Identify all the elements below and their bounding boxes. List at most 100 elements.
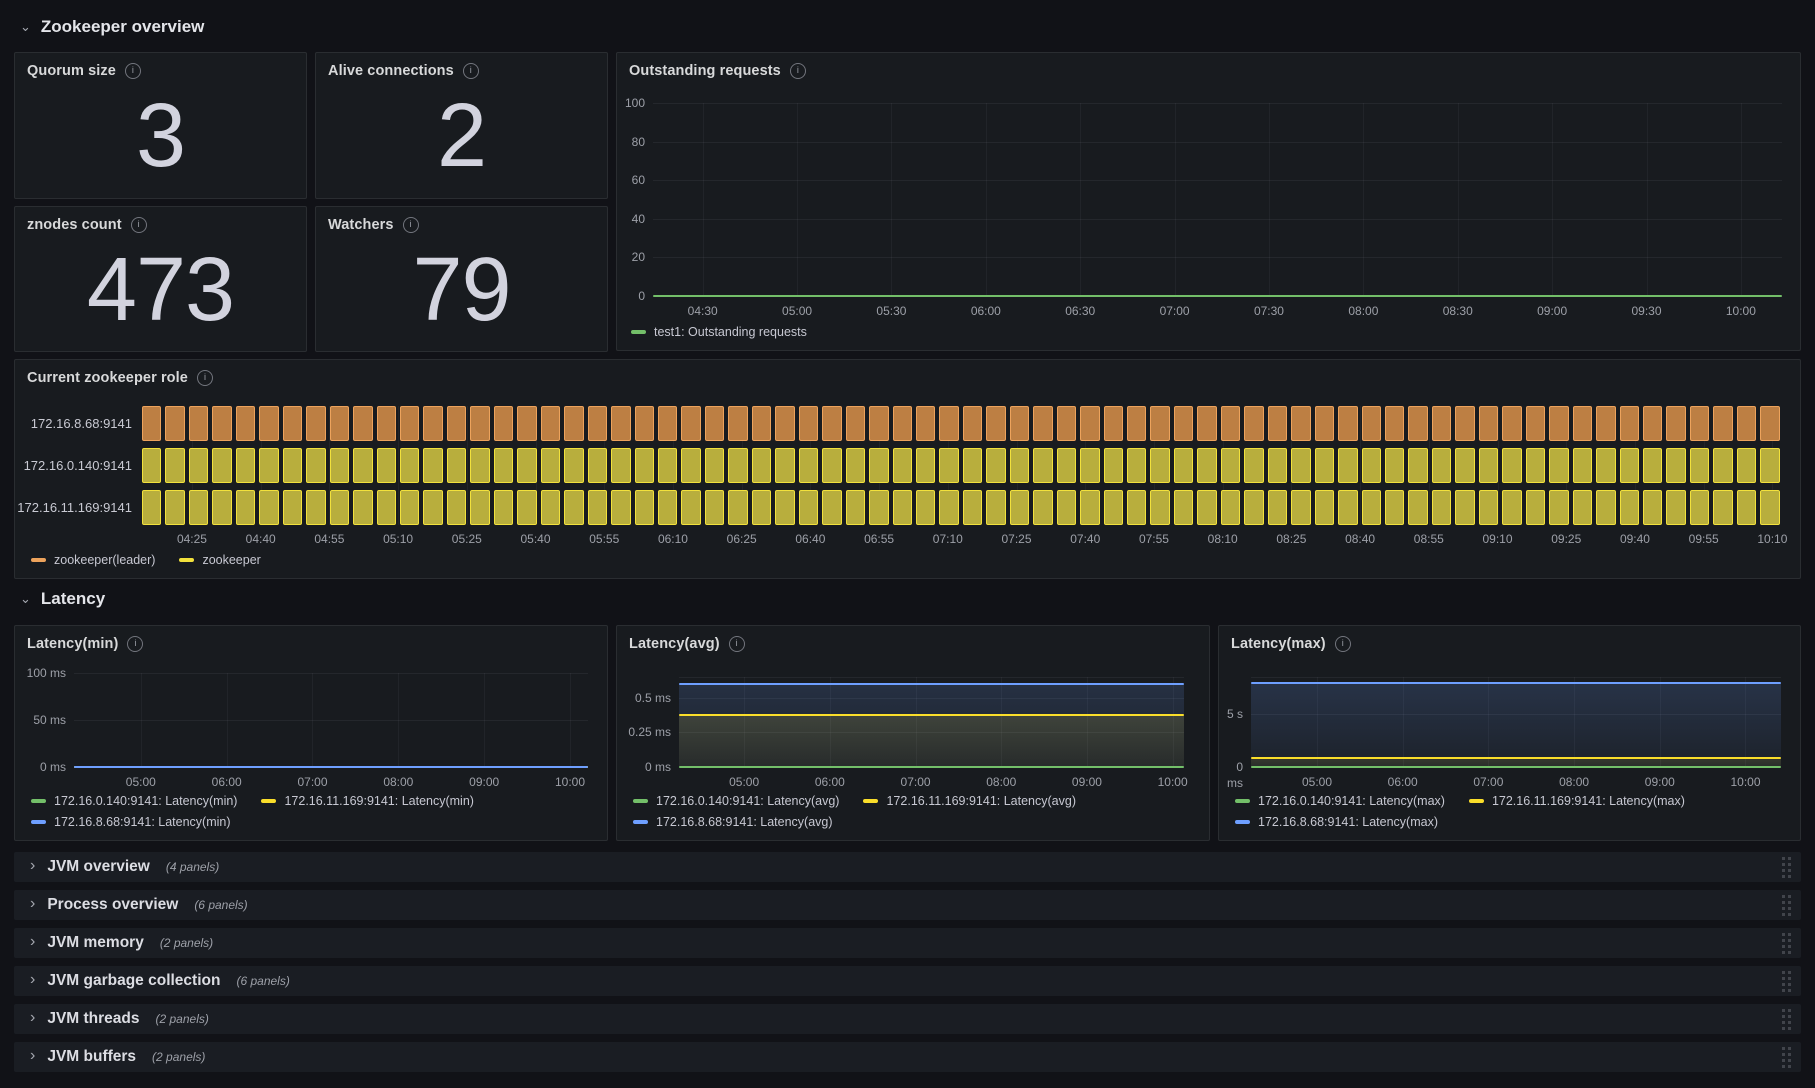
x-axis-tick-label: 09:40	[1619, 532, 1650, 546]
gridline-horizontal	[74, 720, 588, 721]
series-line	[679, 713, 1184, 716]
timeline-state-block	[423, 490, 443, 525]
timeline-state-block	[517, 448, 537, 483]
gridline-vertical	[1745, 677, 1747, 767]
legend-item[interactable]: 172.16.8.68:9141: Latency(avg)	[633, 815, 833, 829]
legend-item[interactable]: 172.16.8.68:9141: Latency(max)	[1235, 815, 1438, 829]
info-icon[interactable]: i	[1334, 636, 1351, 652]
x-axis-tick-label: 07:40	[1070, 532, 1101, 546]
legend-item[interactable]: 172.16.0.140:9141: Latency(max)	[1235, 794, 1445, 808]
timeline-state-block	[188, 490, 209, 525]
section-header-zookeeper-overview[interactable]: ⌄ Zookeeper overview	[20, 17, 204, 37]
legend-item[interactable]: 172.16.0.140:9141: Latency(min)	[31, 794, 237, 808]
timeline-state-block	[282, 490, 303, 525]
timeline-state-block	[1431, 406, 1452, 441]
drag-handle-icon[interactable]	[1782, 970, 1791, 992]
timeline-state-block	[657, 406, 678, 441]
timeline-state-block	[1431, 448, 1452, 483]
chevron-right-icon: ›	[30, 971, 36, 988]
series-line	[1251, 757, 1781, 760]
legend-item[interactable]: test1: Outstanding requests	[631, 325, 807, 339]
timeline-state-block	[1525, 448, 1546, 483]
timeline-state-block	[306, 448, 326, 483]
timeline-state-block	[165, 448, 185, 483]
legend-item[interactable]: zookeeper(leader)	[31, 553, 155, 567]
legend-item[interactable]: 172.16.0.140:9141: Latency(avg)	[633, 794, 839, 808]
info-icon[interactable]: i	[124, 63, 141, 79]
section-row-jvm-overview[interactable]: › JVM overview (4 panels)	[14, 852, 1801, 882]
row-panel-count: (2 panels)	[159, 936, 214, 950]
x-axis-tick-label: 08:30	[1442, 304, 1473, 318]
gridline-horizontal	[653, 257, 1782, 259]
section-row-jvm-memory[interactable]: › JVM memory (2 panels)	[14, 928, 1801, 958]
x-axis-tick-label: 08:00	[1559, 775, 1590, 789]
legend-item[interactable]: zookeeper	[179, 553, 261, 567]
timeline-state-block	[1385, 490, 1405, 525]
gridline-vertical	[1174, 103, 1176, 296]
x-axis-tick-label: 05:30	[876, 304, 907, 318]
legend-item[interactable]: 172.16.11.169:9141: Latency(min)	[261, 794, 474, 808]
info-icon[interactable]: i	[402, 217, 419, 233]
timeline-state-block	[1291, 490, 1311, 525]
timeline-state-block	[399, 406, 420, 441]
timeline-state-block	[915, 448, 936, 483]
drag-handle-icon[interactable]	[1782, 894, 1791, 916]
drag-handle-icon[interactable]	[1782, 1008, 1791, 1030]
legend-row: zookeeper(leader) zookeeper	[31, 553, 261, 567]
section-row-jvm-buffers[interactable]: › JVM buffers (2 panels)	[14, 1042, 1801, 1072]
section-row-process-overview[interactable]: › Process overview (6 panels)	[14, 890, 1801, 920]
drag-handle-icon[interactable]	[1782, 1046, 1791, 1068]
info-icon[interactable]: i	[127, 636, 144, 652]
timeline-state-block	[845, 448, 866, 483]
chart-legend: zookeeper(leader) zookeeper	[31, 553, 261, 567]
timeline-state-block	[986, 406, 1006, 441]
drag-handle-icon[interactable]	[1782, 932, 1791, 954]
timeline-state-block	[1103, 406, 1124, 441]
section-row-jvm-threads[interactable]: › JVM threads (2 panels)	[14, 1004, 1801, 1034]
section-header-latency[interactable]: ⌄ Latency	[20, 589, 105, 609]
chart-legend: 172.16.0.140:9141: Latency(min) 172.16.11…	[31, 794, 474, 829]
legend-label: test1: Outstanding requests	[654, 325, 807, 339]
timeline-row	[142, 406, 1780, 441]
info-icon[interactable]: i	[462, 63, 479, 79]
timeline-state-block	[1127, 448, 1147, 483]
timeline-state-block	[1291, 448, 1311, 483]
gridline-horizontal	[653, 103, 1782, 104]
plot-area	[679, 677, 1184, 768]
timeline-state-block	[329, 406, 350, 441]
gridline-vertical	[226, 673, 228, 767]
timeline-state-block	[986, 448, 1006, 483]
drag-handle-icon[interactable]	[1782, 856, 1791, 878]
legend-item[interactable]: 172.16.11.169:9141: Latency(avg)	[863, 794, 1076, 808]
info-icon[interactable]: i	[728, 636, 745, 652]
legend-label: 172.16.0.140:9141: Latency(max)	[1258, 794, 1445, 808]
timeline-state-block	[1760, 490, 1780, 525]
chart-legend: 172.16.0.140:9141: Latency(avg) 172.16.11…	[633, 794, 1076, 829]
info-icon[interactable]: i	[789, 63, 806, 79]
timeline-state-block	[1502, 406, 1522, 441]
legend-label: 172.16.0.140:9141: Latency(min)	[54, 794, 238, 808]
gridline-vertical	[1428, 406, 1430, 525]
x-axis-tick-label: 05:40	[520, 532, 551, 546]
gridline-vertical	[1001, 677, 1003, 767]
info-icon[interactable]: i	[196, 370, 213, 386]
info-icon[interactable]: i	[130, 217, 147, 233]
timeline-state-block	[1666, 490, 1686, 525]
timeline-state-block	[892, 490, 912, 525]
timeline-state-block	[1080, 448, 1100, 483]
section-row-jvm-garbage-collection[interactable]: › JVM garbage collection (6 panels)	[14, 966, 1801, 996]
legend-item[interactable]: 172.16.11.169:9141: Latency(max)	[1468, 794, 1685, 808]
timeline-state-block	[681, 490, 701, 525]
chevron-right-icon: ›	[30, 895, 36, 912]
timeline-state-block	[1197, 490, 1217, 525]
timeline-state-block	[1080, 490, 1100, 525]
gridline-vertical	[891, 103, 893, 296]
chevron-down-icon: ⌄	[20, 591, 31, 606]
timeline-state-block	[869, 448, 889, 483]
legend-item[interactable]: 172.16.8.68:9141: Latency(min)	[31, 815, 231, 829]
x-axis-tick-label: 05:25	[451, 532, 482, 546]
gridline-vertical	[1552, 103, 1554, 296]
